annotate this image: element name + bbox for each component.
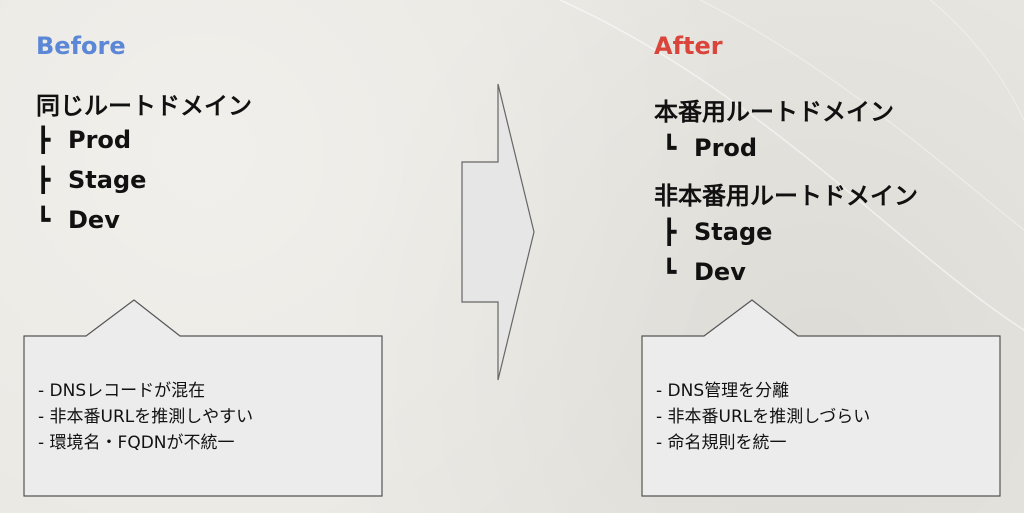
tree-item-label: Dev — [68, 206, 120, 234]
after-tree-item-stage: ┣ Stage — [662, 218, 772, 246]
before-title: Before — [36, 32, 126, 60]
note-line: - 非本番URLを推測しやすい — [38, 407, 254, 427]
before-root-domain: 同じルートドメイン — [36, 92, 252, 120]
after-tree-item-prod: ┗ Prod — [662, 134, 757, 162]
before-tree-item-prod: ┣ Prod — [36, 126, 131, 154]
tree-end-glyph: ┗ — [662, 134, 677, 162]
before-callout-box — [23, 299, 383, 497]
note-line: - DNSレコードが混在 — [38, 381, 206, 401]
transition-arrow — [461, 83, 535, 381]
tree-item-label: Prod — [68, 126, 132, 154]
note-line: - DNS管理を分離 — [656, 381, 790, 401]
note-line: - 非本番URLを推測しづらい — [656, 407, 871, 427]
tree-end-glyph: ┗ — [36, 206, 51, 234]
tree-item-label: Stage — [68, 166, 147, 194]
tree-item-label: Dev — [694, 258, 746, 286]
note-line: - 命名規則を統一 — [656, 433, 787, 453]
tree-item-label: Prod — [694, 134, 758, 162]
after-prod-root-domain: 本番用ルートドメイン — [654, 98, 894, 126]
note-line: - 環境名・FQDNが不統一 — [38, 433, 235, 453]
before-tree-item-dev: ┗ Dev — [36, 206, 120, 234]
after-nonprod-root-domain: 非本番用ルートドメイン — [654, 182, 918, 210]
tree-branch-glyph: ┣ — [662, 218, 677, 246]
after-notes: - DNS管理を分離 - 非本番URLを推測しづらい - 命名規則を統一 — [656, 378, 870, 456]
before-notes: - DNSレコードが混在 - 非本番URLを推測しやすい - 環境名・FQDNが… — [38, 378, 253, 456]
tree-item-label: Stage — [694, 218, 773, 246]
tree-branch-glyph: ┣ — [36, 126, 51, 154]
before-tree-item-stage: ┣ Stage — [36, 166, 146, 194]
tree-end-glyph: ┗ — [662, 258, 677, 286]
after-tree-item-dev: ┗ Dev — [662, 258, 746, 286]
tree-branch-glyph: ┣ — [36, 166, 51, 194]
after-callout-box — [641, 299, 1001, 497]
after-title: After — [654, 32, 723, 60]
